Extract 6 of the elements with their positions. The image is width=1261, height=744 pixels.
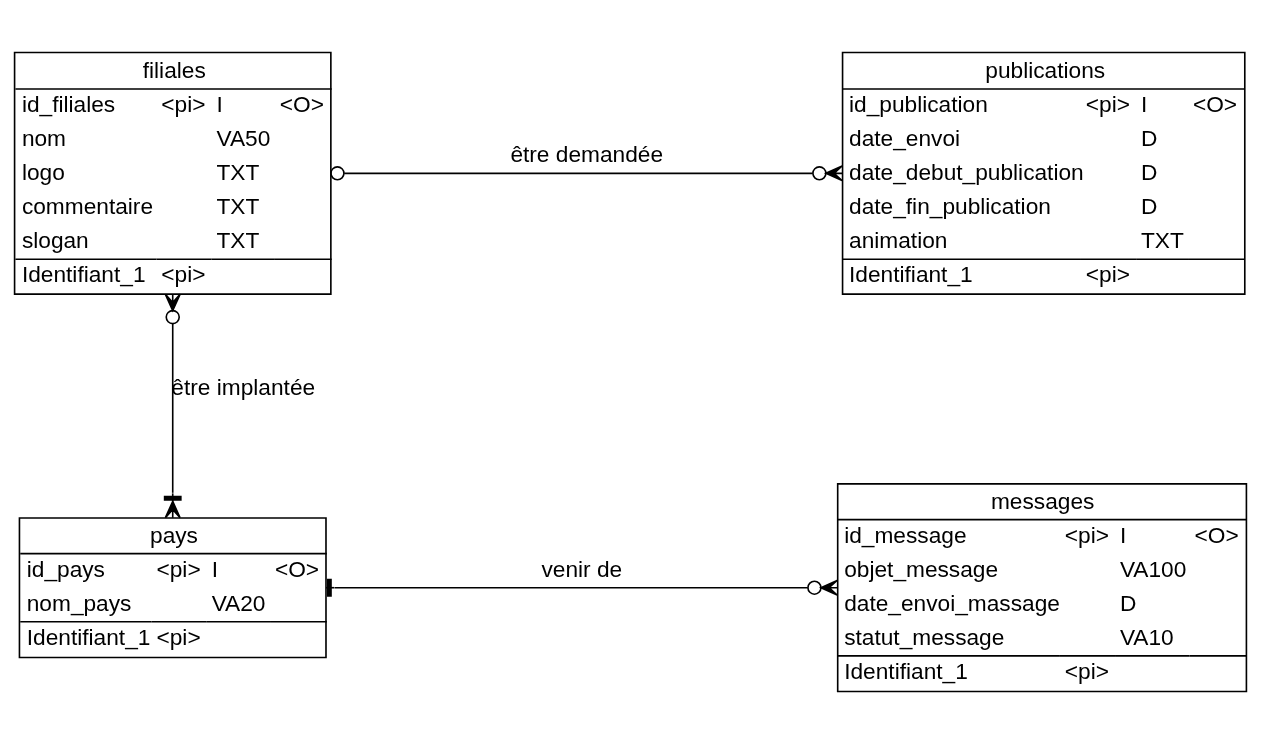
connector bbox=[163, 293, 182, 519]
connector bbox=[330, 165, 843, 182]
edge-label: être demandée bbox=[510, 141, 664, 168]
connector bbox=[325, 578, 838, 597]
edge-label: être implantée bbox=[171, 374, 316, 401]
edge-label: venir de bbox=[541, 555, 623, 582]
